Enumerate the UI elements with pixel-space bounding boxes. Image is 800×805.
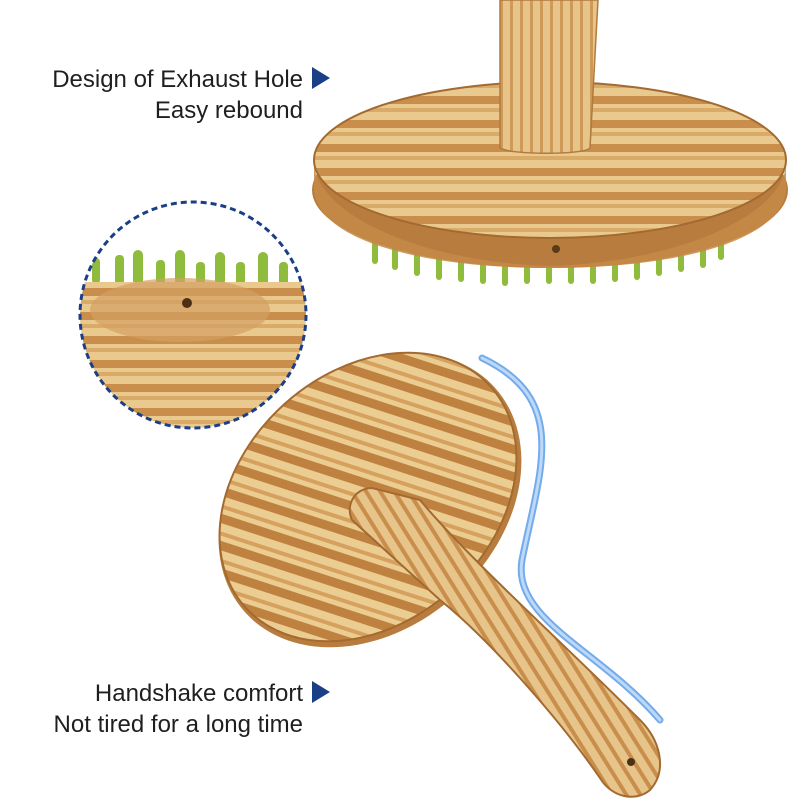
brush-handle-top [499, 0, 599, 154]
caption-handshake-comfort: Handshake comfort Not tired for a long t… [0, 678, 303, 740]
triangle-right-icon [312, 681, 330, 703]
brush-handle-bottom [348, 486, 662, 798]
hanging-hole-icon [627, 758, 635, 766]
caption-top-line2: Easy rebound [154, 97, 303, 124]
caption-top-line1: Design of Exhaust Hole [52, 66, 303, 93]
zoom-detail-circle [78, 200, 308, 430]
exhaust-hole-closeup-icon [182, 298, 192, 308]
exhaust-hole-icon [552, 245, 560, 253]
triangle-right-icon [312, 67, 330, 89]
brush-head-top [312, 81, 788, 268]
caption-bottom-line1: Handshake comfort [94, 680, 303, 707]
caption-bottom-line2: Not tired for a long time [53, 711, 303, 738]
caption-exhaust-hole: Design of Exhaust Hole Easy rebound [0, 64, 303, 126]
